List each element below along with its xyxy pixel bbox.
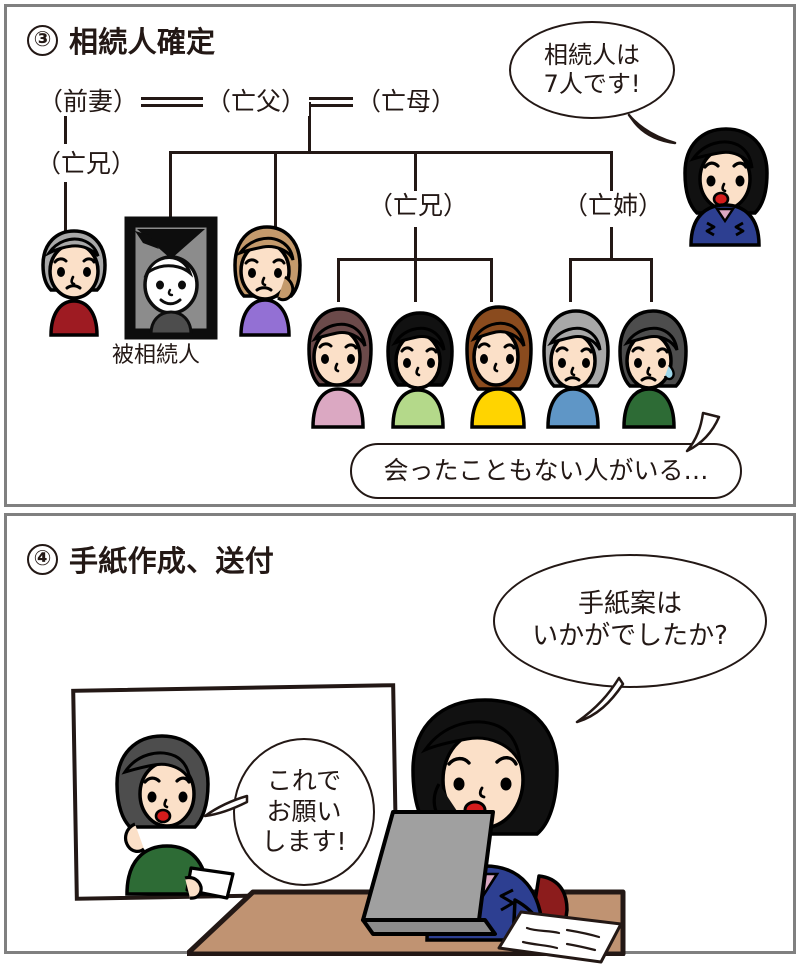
sibling-drop-3-lower [414,227,417,259]
panel-3-title: 相続人確定 [69,25,216,59]
sibling-drop-1 [169,151,172,227]
caption-decedent: 被相続人 [112,343,201,368]
marriage-line-formerwife-father [119,97,211,107]
panel-heir-determination: ③ 相続人確定 （前妻） （亡父） （亡母） [4,4,796,507]
grandchild-drop-2 [414,258,417,302]
balloon-please-do-tail [203,792,251,828]
label-deceased-brother-mid: （亡兄） [365,191,472,220]
grandchild-drop-1 [337,258,340,302]
line-formerwife-child-upper [64,107,67,144]
balloon-heirs-count-line-2: 7人です! [543,70,641,98]
balloon-letter-draft-line-1: 手紙案は [577,589,682,620]
label-deceased-sister: （亡姉） [560,191,667,220]
balloon-heirs-count: 相続人は 7人です! [509,21,675,119]
label-deceased-father: （亡父） [203,87,310,116]
balloon-letter-draft: 手紙案は いかがでしたか? [493,554,767,688]
grandchildren-bar-right [569,258,653,261]
sibling-drop-2 [274,151,277,227]
label-former-wife: （前妻） [35,87,142,116]
heir-figure-lightgreen-top [379,307,461,429]
panel-4-heading: ④ 手紙作成、送付 [27,538,274,580]
balloon-please-do: これで お願い します! [233,738,375,886]
grandchild-drop-4 [569,258,572,302]
sibling-drop-4-upper [610,151,613,193]
heir-figure-pink-top [299,303,381,429]
heir-figure-yellow-top [457,301,541,429]
decedent-memorial-portrait [124,216,218,340]
balloon-please-do-line-2: お願い [266,796,342,826]
step-number-4: ④ [27,543,58,575]
sibling-drop-3-upper [414,151,417,193]
panel-3-heading: ③ 相続人確定 [27,19,215,61]
sibling-horizontal-bar [169,151,613,154]
balloon-never-met-tail [669,411,725,459]
balloon-never-met-line-1: 会ったこともない人がいる… [383,455,709,485]
laptop [359,808,499,938]
advisor-woman-blue-suit [671,123,781,247]
desk-papers [497,908,625,970]
heir-figure-blue-top [535,305,617,429]
panel-letter-creation: ④ 手紙作成、送付 これで [4,513,796,964]
heir-figure-darkgreen-top [611,305,695,429]
panel-4-title: 手紙作成、送付 [69,544,275,578]
grandchild-drop-3 [490,258,493,302]
balloon-heirs-count-line-1: 相続人は [544,40,640,69]
grandchild-drop-5 [650,258,653,302]
balloon-please-do-line-3: します! [261,827,347,857]
label-deceased-mother: （亡母） [353,87,460,116]
balloon-heirs-count-tail [625,111,685,151]
line-formerwife-child-lower [64,182,67,232]
line-parents-to-sibling-bar [308,102,311,152]
balloon-letter-draft-line-2: いかがでしたか? [532,621,728,651]
balloon-please-do-line-1: これで [266,766,342,796]
label-deceased-brother-left: （亡兄） [33,149,140,178]
step-number-3: ③ [27,24,58,56]
balloon-never-met: 会ったこともない人がいる… [350,443,742,499]
heir-figure-gray-hair-red-top [31,225,117,337]
balloon-letter-draft-tail [567,676,629,726]
client-on-phone-green-top [103,728,235,900]
heir-figure-brown-hair-purple-top [223,221,313,337]
sibling-drop-4-lower [610,227,613,259]
